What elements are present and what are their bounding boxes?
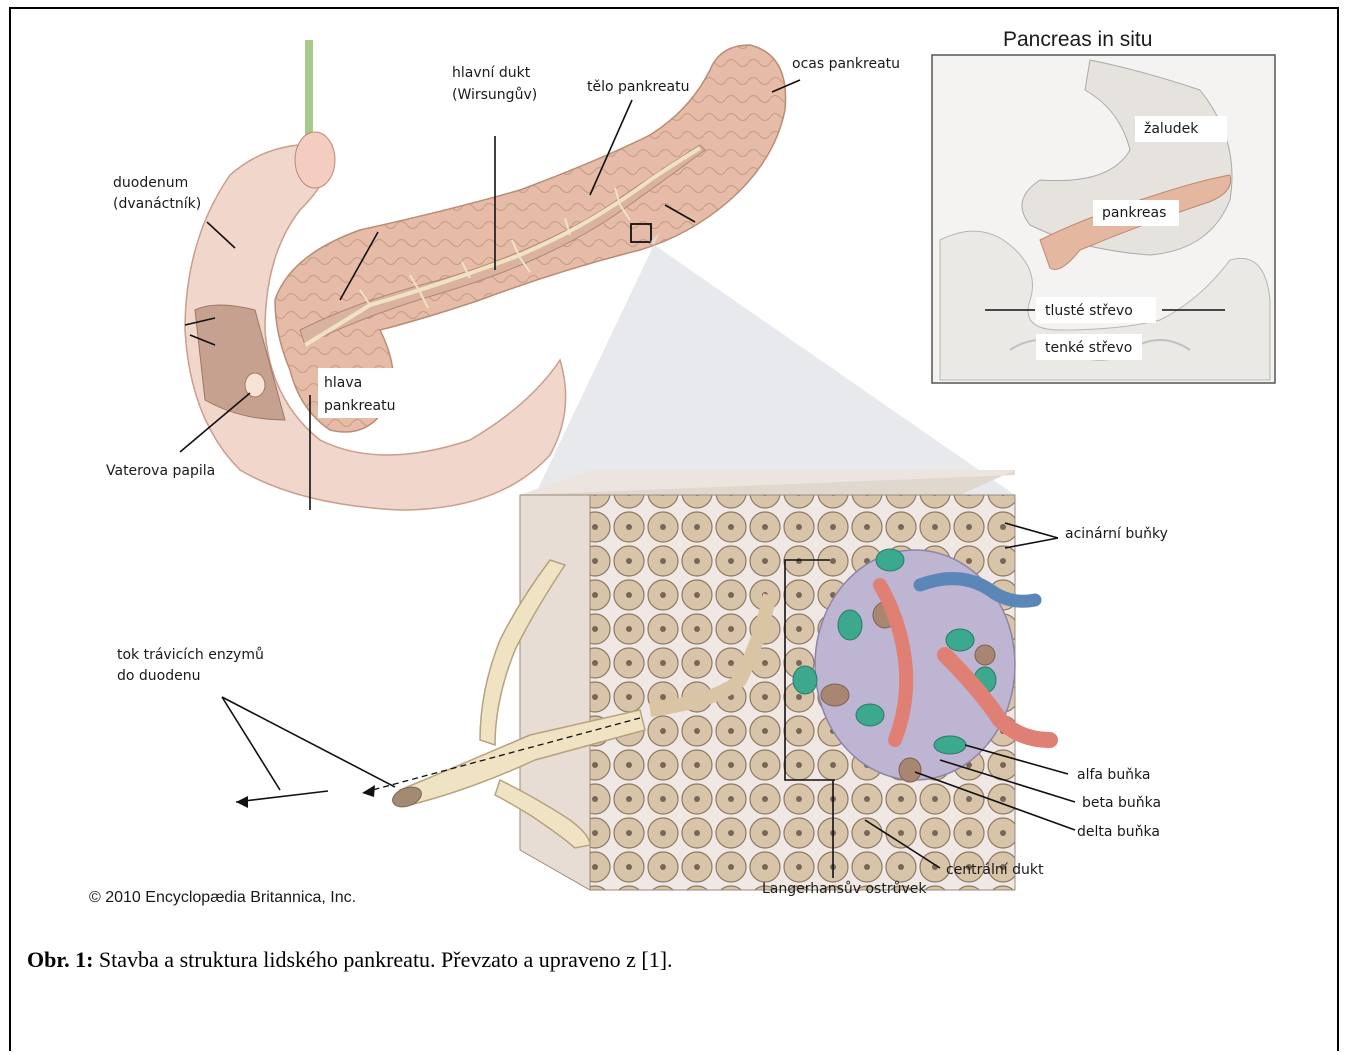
inset-stomach-label: žaludek: [1144, 121, 1199, 137]
enzyme-flow-label-1: tok trávicích enzymů: [117, 647, 264, 663]
tail-label: ocas pankreatu: [792, 56, 900, 72]
head-label-1: hlava: [324, 375, 362, 391]
copyright: © 2010 Encyclopædia Britannica, Inc.: [89, 889, 356, 906]
tissue-block: [520, 470, 1050, 890]
inset-small-intestine-label: tenké střevo: [1045, 340, 1132, 356]
caption-prefix: Obr. 1:: [27, 947, 93, 972]
head-label-2: pankreatu: [324, 398, 395, 414]
papilla-label: Vaterova papila: [106, 463, 215, 479]
central-duct-label: centrální dukt: [946, 862, 1044, 878]
inset-large-intestine-label: tlusté střevo: [1045, 303, 1133, 319]
acinar-label: acinární buňky: [1065, 526, 1168, 542]
duodenum-opening: [295, 132, 335, 188]
enzyme-flow-label-2: do duodenu: [117, 668, 200, 684]
delta-label: delta buňka: [1077, 824, 1160, 840]
inset-pancreas-label: pankreas: [1102, 205, 1166, 221]
inset-panel: Pancreas in situ žaludek pankreas tlusté…: [932, 28, 1275, 383]
caption-text: Stavba a struktura lidského pankreatu. P…: [93, 947, 672, 972]
islet-label: Langerhansův ostrůvek: [762, 881, 927, 897]
alpha-label: alfa buňka: [1077, 767, 1151, 783]
figure-caption: Obr. 1: Stavba a struktura lidského pank…: [27, 947, 1317, 973]
body-label: tělo pankreatu: [587, 79, 689, 95]
duodenum-label-2: (dvanáctník): [113, 196, 201, 212]
beta-label: beta buňka: [1082, 795, 1161, 811]
main-duct-label-2: (Wirsungův): [452, 87, 537, 103]
vater-papilla: [245, 373, 265, 397]
duodenum-label-1: duodenum: [113, 175, 188, 191]
inset-title: Pancreas in situ: [1003, 28, 1152, 51]
main-duct-label-1: hlavní dukt: [452, 65, 531, 81]
